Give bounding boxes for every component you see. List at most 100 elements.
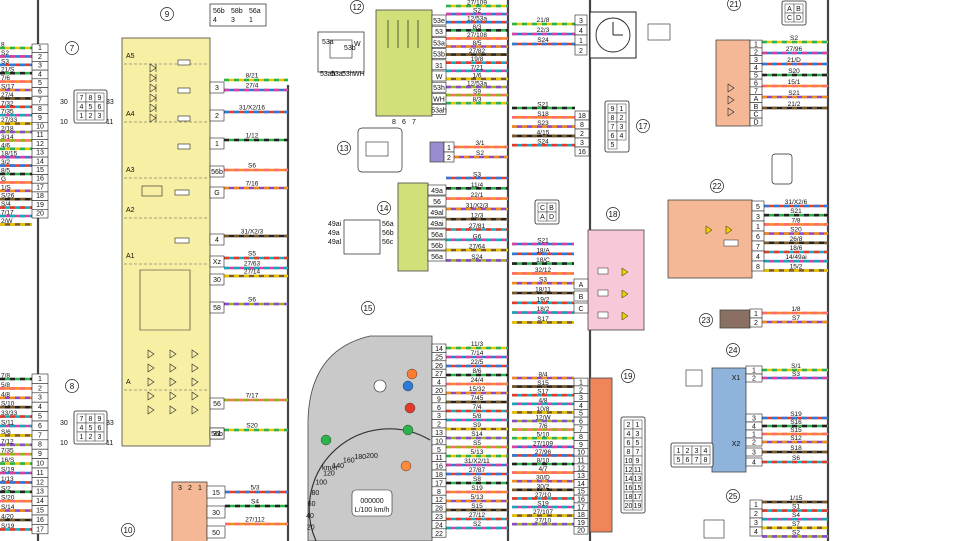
left-strip-wire-label: 4/6 [1, 142, 10, 149]
left-strip-lower-wire-label: S/19 [1, 523, 15, 530]
left-strip-wire-label: 21/S [1, 67, 15, 74]
c25-pin: 1 [754, 502, 758, 509]
c9-pin: 56 [213, 401, 221, 408]
c9-wire-label: 27/14 [244, 269, 261, 276]
left-strip-lower-wire-label: 1/13 [1, 476, 14, 483]
c9-wire-label: S20 [246, 423, 258, 430]
c24-pin: 4 [752, 424, 756, 431]
c24-pin-box [745, 373, 763, 383]
c9-pin: Xz [213, 259, 222, 266]
c21-wire-label: S2 [790, 35, 798, 42]
c12-pin-box [431, 70, 447, 82]
left-strip-lower-wire-label: S/11 [1, 420, 14, 427]
c15-wire-label: 27/87 [469, 467, 486, 474]
c9-pin: 56b [211, 169, 223, 176]
c23-pin: 1 [754, 311, 758, 318]
c21-diode-symbol [727, 95, 735, 105]
c24-connector-pin: 4 [704, 448, 708, 455]
c19-pin: 5 [579, 411, 583, 418]
component-number: 14 [380, 204, 389, 213]
c15-wire-label: S2 [473, 521, 481, 528]
c13-wire-label: 3/1 [475, 140, 484, 147]
c24-pin: 2 [752, 376, 756, 383]
c17-pin: 18 [578, 113, 586, 120]
c19-pin: 17 [577, 504, 585, 511]
c17-pin: 16 [578, 149, 586, 156]
left-strip-lower-wire-label: S/6 [1, 429, 11, 436]
c19-wire-label: S17 [537, 389, 549, 396]
c14-icon-frame [343, 219, 381, 255]
c8-connector-pin: 2 [89, 434, 93, 441]
left-strip-wire-label: 18/15 [1, 151, 18, 158]
c13-connector [429, 141, 445, 163]
c13-switch-body [365, 141, 389, 157]
c16-wire-label: 21/8 [537, 17, 550, 24]
left-strip-lower-pin: 9 [38, 451, 42, 458]
c9-pin-box [209, 273, 225, 286]
c12-wire-label: 27/108 [467, 32, 487, 39]
component-number: 24 [729, 346, 738, 355]
c15-wire-label: 5/13 [471, 449, 484, 456]
c19-pin: 18 [577, 512, 585, 519]
c9-resistor-symbol [177, 143, 191, 150]
c19-pin: 4 [579, 403, 583, 410]
c22-resistor-symbol [723, 239, 739, 247]
component-number: 25 [729, 492, 738, 501]
c8-connector-pin: 9 [98, 416, 102, 423]
c23-wire-label: 1/8 [791, 306, 800, 313]
left-strip-lower-wire-label: S/2 [1, 485, 11, 492]
c7-connector-pin: 3 [98, 113, 102, 120]
c22-wire-label: 14/49ai [785, 254, 806, 261]
c17-wire-label: S18 [537, 111, 549, 118]
c9-pin-box [209, 186, 225, 199]
c24-wire-label: S6 [792, 455, 800, 462]
c18-resistor-symbol [597, 311, 609, 319]
c19-pin: 16 [577, 497, 585, 504]
c10-pin: 50 [212, 530, 220, 537]
c15-pin: 6 [437, 405, 441, 412]
c9-diode-symbol [149, 73, 157, 83]
c15-warning-lamp [400, 460, 412, 472]
c15-wire-label: 7/14 [471, 350, 484, 357]
c9-diode-symbol [149, 93, 157, 103]
c17-connector-pin: 1 [620, 106, 624, 113]
c13-pin-box [443, 151, 455, 163]
c14-pin: 56b [431, 243, 443, 250]
c21-wire-label: S21 [788, 90, 800, 97]
c15-wire-label: 31/X2/11 [464, 458, 490, 465]
c8-side-label: 33 [106, 420, 114, 427]
c19-wire-label: S19 [537, 501, 549, 508]
left-strip-wire-label: 1/S [1, 184, 11, 191]
c15-scale-label: 120 [323, 470, 335, 477]
c16-clock-hands [612, 22, 623, 36]
c19-connector-pin: 1 [636, 422, 640, 429]
c19-connector-cell [632, 500, 643, 511]
c22-wire-label: 31/X2/6 [785, 199, 808, 206]
left-strip-lower-pin: 13 [36, 489, 44, 496]
c18-wire-label: S21 [537, 238, 549, 245]
left-strip-lower-pin: 17 [36, 526, 44, 533]
c21-module-body [715, 39, 751, 127]
left-strip-lower-pin: 14 [36, 498, 44, 505]
c12-pin: 31 [435, 63, 443, 70]
c17-connector-pin: 4 [620, 133, 624, 140]
c8-connector-pin: 3 [98, 434, 102, 441]
c21-icon-connector-pin: D [796, 15, 801, 22]
c15-scale-label: 80 [311, 490, 319, 497]
c7-connector-pin: 7 [80, 95, 84, 102]
c7-connector-pin: 5 [89, 104, 93, 111]
c15-gauge-knob [373, 379, 387, 393]
c18-icon-connector-pin: A [540, 214, 545, 221]
c7-connector-pin: 9 [98, 95, 102, 102]
c24-wire-label: S/1 [791, 363, 801, 370]
c15-warning-lamp [402, 380, 414, 392]
c15-warning-lamp [402, 424, 414, 436]
left-strip-lower-wire-label: S/14 [1, 504, 15, 511]
c12-wire-label: S9 [473, 89, 481, 96]
c9-diode-symbol [191, 405, 199, 415]
left-strip-pin: 3 [38, 63, 42, 70]
c15-wire-label: S9 [473, 422, 481, 429]
c9-resistor-symbol [177, 59, 191, 66]
left-strip-pin: 7 [38, 97, 42, 104]
c16-pin: 2 [579, 48, 583, 55]
